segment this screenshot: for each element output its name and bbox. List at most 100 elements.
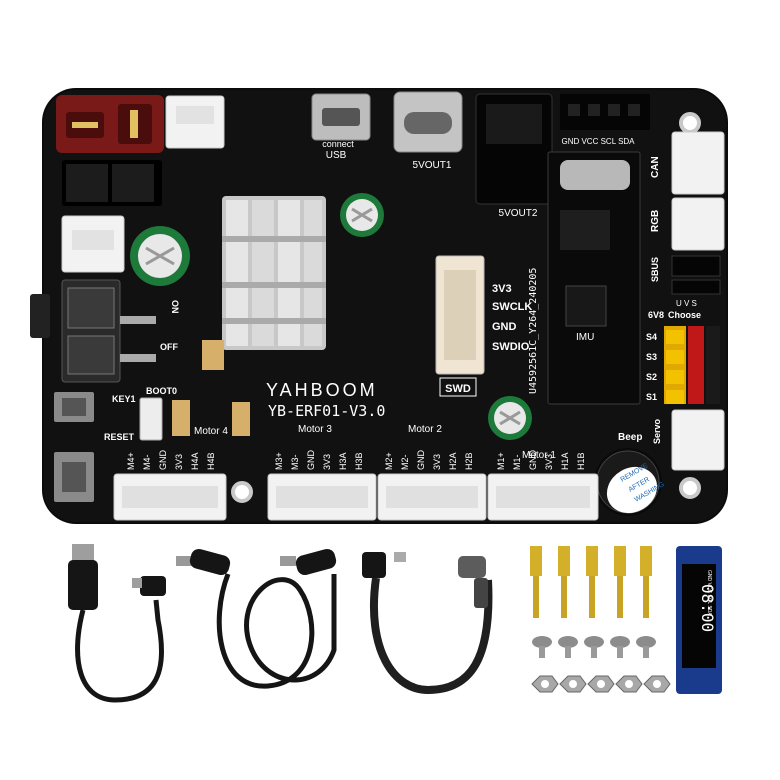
dc-barrel-cable — [176, 548, 337, 689]
header-pins-label: GND VCC SCL SDA — [561, 137, 635, 146]
motor-pin-label: H3A — [338, 452, 348, 470]
i2c-header — [560, 94, 650, 130]
motor-pin-label: M3+ — [274, 452, 284, 470]
swd-label: SWD — [445, 383, 471, 395]
jst-connector — [671, 197, 725, 251]
beep-label: Beep — [618, 432, 642, 443]
servo-pin-s2: S2 — [646, 372, 657, 382]
swd-pin-4: SWDIO — [492, 341, 530, 353]
usb-c-port[interactable] — [393, 91, 463, 153]
motor-pin-label: M1- — [512, 454, 522, 470]
brand-logo: YAHBOOM — [266, 380, 378, 400]
v68-label: 6V8 — [648, 310, 664, 320]
motor-4-connector — [113, 473, 227, 521]
boot0-button[interactable] — [139, 397, 163, 441]
motor-pin-labels: M4+ M4- GND 3V3 H4A H4B M3+ M3- GND 3V3 H3A H3B M2+ M… — [126, 450, 586, 471]
usb-to-micro-usb-cable — [68, 544, 166, 703]
motor-labels: Motor 4 Motor 3 Motor 2 Motor 1 — [194, 424, 556, 461]
uvs-label: U V S — [676, 299, 697, 308]
motor-pin-label: H1A — [560, 452, 570, 470]
mounting-hole — [679, 477, 701, 499]
oled-time: 08:00 — [698, 584, 717, 632]
capacitor — [488, 396, 532, 440]
swd-pin-3: GND — [492, 321, 517, 333]
servo-pin-s1: S1 — [646, 392, 657, 402]
capacitor — [340, 193, 384, 237]
motor-pin-label: M3- — [290, 454, 300, 470]
board-code: U4592561C_Y264_240205 — [528, 268, 539, 394]
motor-pin-label: M2+ — [384, 452, 394, 470]
servo-pin-s4: S4 — [646, 332, 657, 342]
oled-display: GND VCC SCL SDA 08:00 — [676, 546, 722, 694]
sbus-header — [671, 255, 721, 295]
jst-connector — [671, 409, 725, 471]
capacitor-smd — [232, 402, 250, 436]
boot0-label: BOOT0 — [146, 386, 177, 396]
usb-label: USB — [326, 150, 347, 161]
motor-4-label: Motor 4 — [194, 426, 228, 437]
mcu-module — [547, 151, 641, 405]
xt60-connector — [56, 95, 164, 153]
motor-3-label: Motor 3 — [298, 424, 332, 435]
swd-pin-1: 3V3 — [492, 283, 512, 295]
dc-jack — [475, 93, 553, 205]
motor-pin-label: GND — [416, 450, 426, 471]
can-label: CAN — [650, 156, 661, 178]
controller-board: USB connect 5VOUT1 5VOUT2 GND VCC SCL SD… — [30, 88, 728, 524]
heat-sink — [222, 196, 326, 350]
off-label: OFF — [160, 342, 178, 352]
mounting-hole — [679, 112, 701, 134]
rgb-label: RGB — [650, 210, 661, 232]
motor-2-label: Motor 2 — [408, 424, 442, 435]
on-label: ON — [170, 300, 180, 314]
jst-connector — [671, 131, 725, 195]
motor-pin-label: 3V3 — [432, 454, 442, 470]
motor-pin-label: GND — [528, 450, 538, 471]
sbus-label: SBUS — [650, 257, 660, 282]
capacitor-smd — [172, 400, 190, 436]
servo-label: Servo — [652, 418, 662, 444]
reset-label: RESET — [104, 432, 135, 442]
motor-pin-label: H1B — [576, 452, 586, 470]
motor-pin-label: H4B — [206, 452, 216, 470]
micro-usb-port[interactable] — [311, 93, 371, 141]
brass-standoffs — [530, 546, 652, 618]
usb-c-cable — [362, 552, 493, 695]
oled-header-label: GND VCC SCL SDA — [706, 570, 712, 616]
key1-label: KEY1 — [112, 394, 136, 404]
motor-pin-label: M4+ — [126, 452, 136, 470]
connect-label: connect — [322, 139, 354, 149]
mounting-hole — [231, 481, 253, 503]
buzzer — [594, 448, 662, 516]
servo-header — [664, 326, 720, 404]
capacitor — [130, 226, 190, 286]
choose-label: Choose — [668, 310, 701, 320]
motor-pin-label: M1+ — [496, 452, 506, 470]
capacitor-smd — [202, 340, 224, 370]
motor-2-connector — [377, 473, 487, 521]
swd-pin-2: SWCLK — [492, 301, 532, 313]
servo-pin-s3: S3 — [646, 352, 657, 362]
screws — [532, 636, 656, 658]
motor-3-connector — [267, 473, 377, 521]
key1-button[interactable] — [54, 392, 94, 422]
motor-pin-label: GND — [306, 450, 316, 471]
motor-pin-label: H2A — [448, 452, 458, 470]
model-label: YB-ERF01-V3.0 — [268, 402, 385, 420]
motor-pin-label: H3B — [354, 452, 364, 470]
power-switch[interactable] — [30, 279, 156, 383]
svout2-label: 5VOUT2 — [499, 208, 538, 219]
nuts — [531, 675, 671, 693]
motor-pin-label: 3V3 — [544, 454, 554, 470]
motor-1-connector — [487, 473, 599, 521]
motor-pin-label: M4- — [142, 454, 152, 470]
motor-1-label: Motor 1 — [522, 450, 556, 461]
motor-pin-label: 3V3 — [174, 454, 184, 470]
imu-label: IMU — [576, 332, 594, 343]
svout1-label: 5VOUT1 — [413, 160, 452, 171]
motor-pin-label: H2B — [464, 452, 474, 470]
reset-button[interactable] — [54, 452, 94, 502]
motor-pin-label: H4A — [190, 452, 200, 470]
motor-pin-label: 3V3 — [322, 454, 332, 470]
